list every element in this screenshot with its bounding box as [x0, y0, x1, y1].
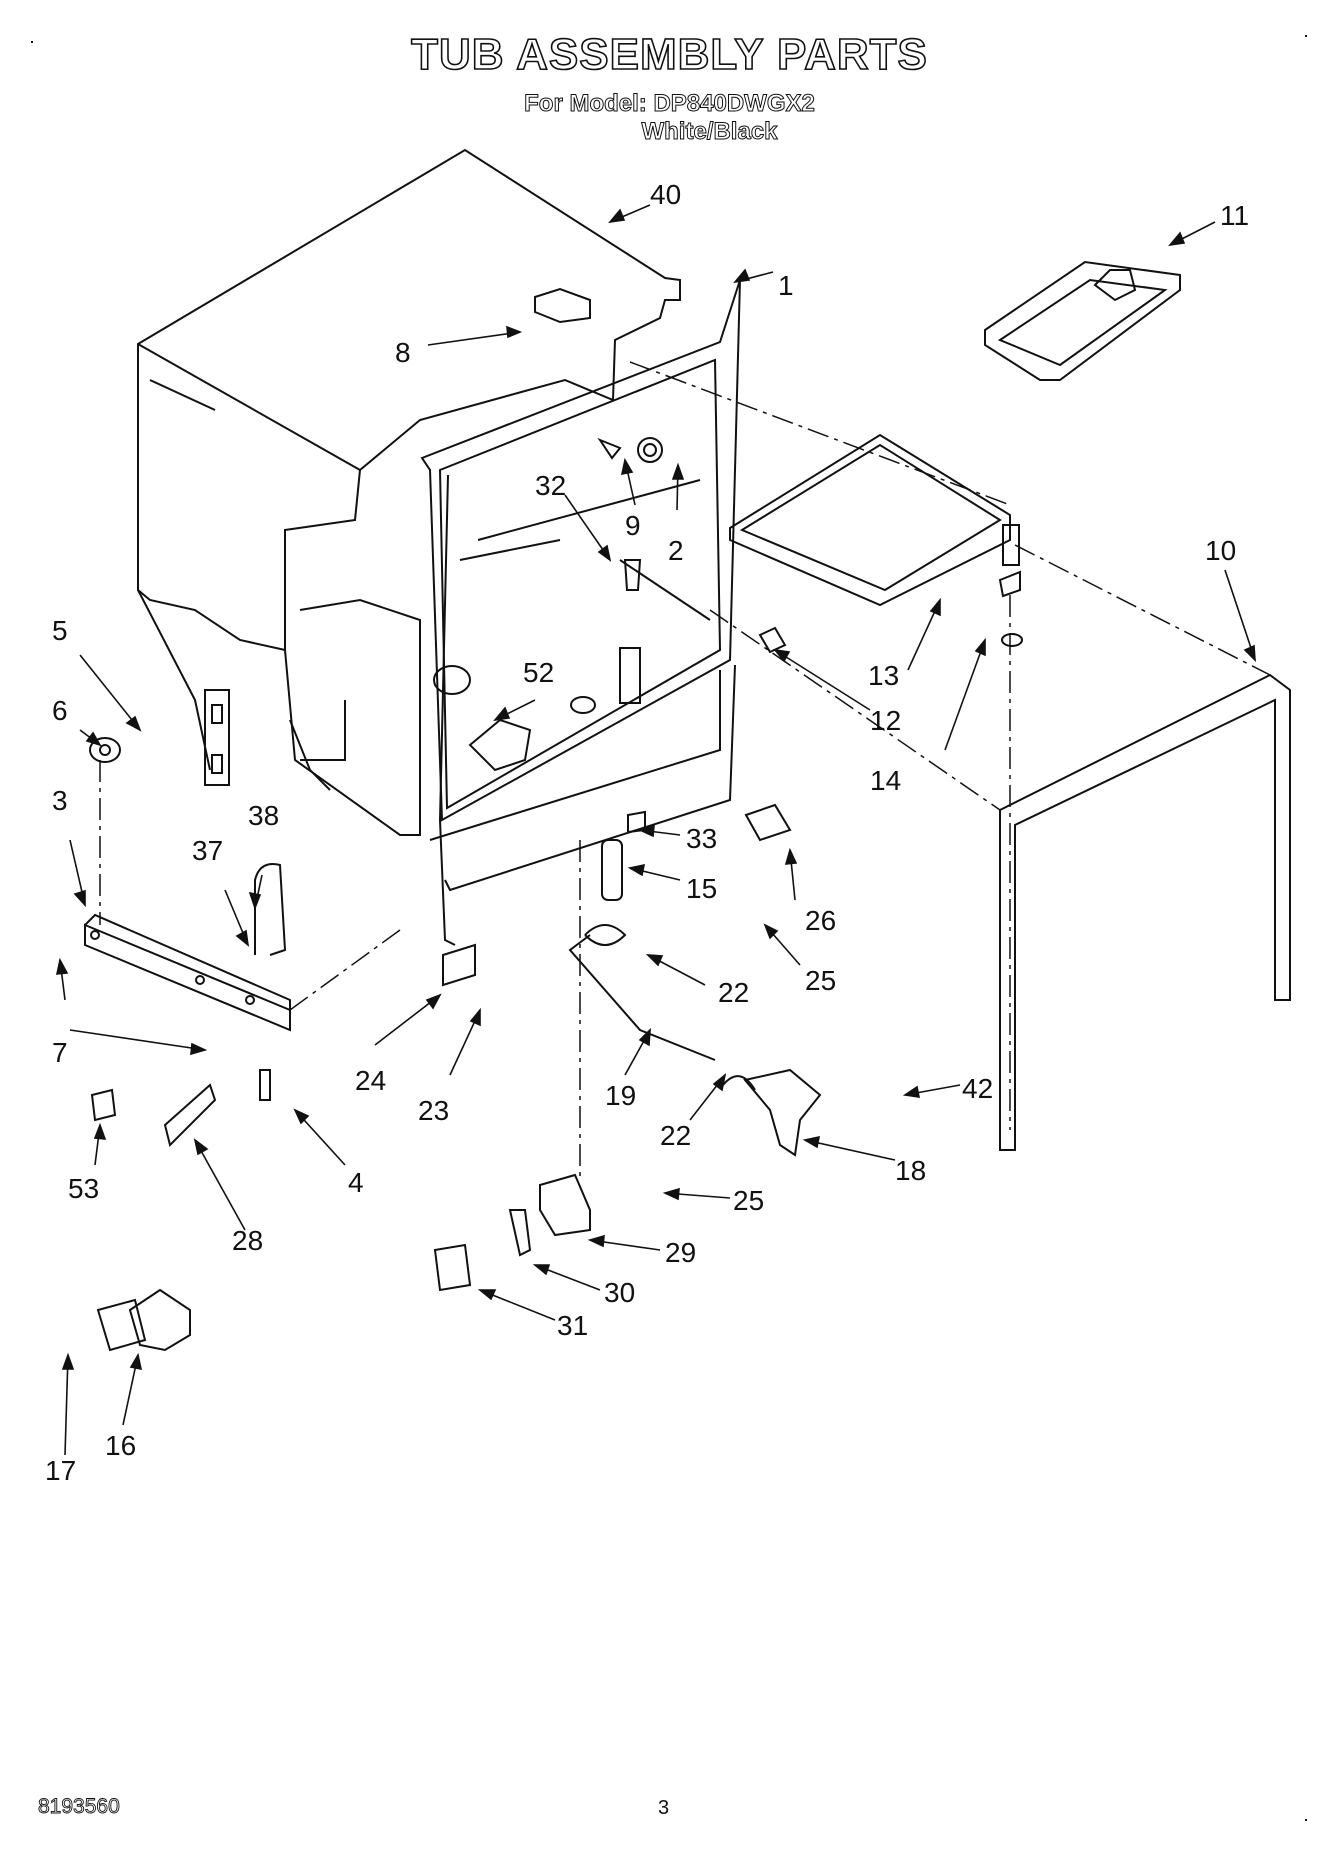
callout-2: 2	[668, 535, 684, 566]
callout-1: 1	[778, 270, 794, 301]
callout-18: 18	[895, 1155, 926, 1186]
callout-28: 28	[232, 1225, 263, 1256]
callout-3: 3	[52, 785, 68, 816]
alignment-lines	[99, 361, 1271, 1180]
callout-22: 22	[718, 977, 749, 1008]
callout-52: 52	[523, 657, 554, 688]
callout-4: 4	[348, 1167, 364, 1198]
callout-24: 24	[355, 1065, 386, 1096]
corner-marks	[31, 35, 1307, 1821]
callout-25b: 25	[733, 1185, 764, 1216]
callout-23: 23	[418, 1095, 449, 1126]
part-11	[984, 260, 1181, 381]
small-parts	[89, 287, 1023, 1352]
side-frame	[999, 673, 1291, 1151]
callout-53: 53	[68, 1173, 99, 1204]
callout-labels: 40 1 11 8 32 9 2 10 5 52 13 6 12 3 38 14…	[45, 179, 1249, 1486]
callout-arrows	[55, 204, 1256, 1456]
callout-26: 26	[805, 905, 836, 936]
tub-outer-shell	[137, 148, 681, 836]
callout-38: 38	[248, 800, 279, 831]
callout-33: 33	[686, 823, 717, 854]
hinge-bracket	[204, 689, 230, 786]
drain-hose	[254, 863, 287, 956]
callout-25: 25	[805, 965, 836, 996]
color-line: White/Black	[641, 118, 778, 146]
tub-front-frame	[420, 279, 741, 946]
callout-5: 5	[52, 615, 68, 646]
page-number: 3	[658, 1797, 670, 1819]
callout-7: 7	[52, 1037, 68, 1068]
inner-parts	[433, 437, 663, 772]
callout-30: 30	[604, 1277, 635, 1308]
base-rail	[84, 913, 291, 1032]
callout-15: 15	[686, 873, 717, 904]
callout-37: 37	[192, 835, 223, 866]
callout-12: 12	[870, 705, 901, 736]
callout-17: 17	[45, 1455, 76, 1486]
callout-19: 19	[605, 1080, 636, 1111]
callout-42: 42	[962, 1073, 993, 1104]
callout-11: 11	[1220, 200, 1249, 231]
document-number: 8193560	[38, 1795, 121, 1819]
callout-13: 13	[868, 660, 899, 691]
page-title: TUB ASSEMBLY PARTS	[410, 29, 928, 80]
callout-32: 32	[535, 470, 566, 501]
callout-31: 31	[557, 1310, 588, 1341]
model-line: For Model: DP840DWGX2	[524, 90, 816, 118]
callout-29: 29	[665, 1237, 696, 1268]
tub-gasket	[729, 433, 1020, 607]
callout-16: 16	[105, 1430, 136, 1461]
callout-9: 9	[625, 510, 641, 541]
callout-14: 14	[870, 765, 901, 796]
callout-8: 8	[395, 337, 411, 368]
callout-40: 40	[650, 179, 681, 210]
callout-22b: 22	[660, 1120, 691, 1151]
callout-6: 6	[52, 695, 68, 726]
callout-10: 10	[1205, 535, 1236, 566]
